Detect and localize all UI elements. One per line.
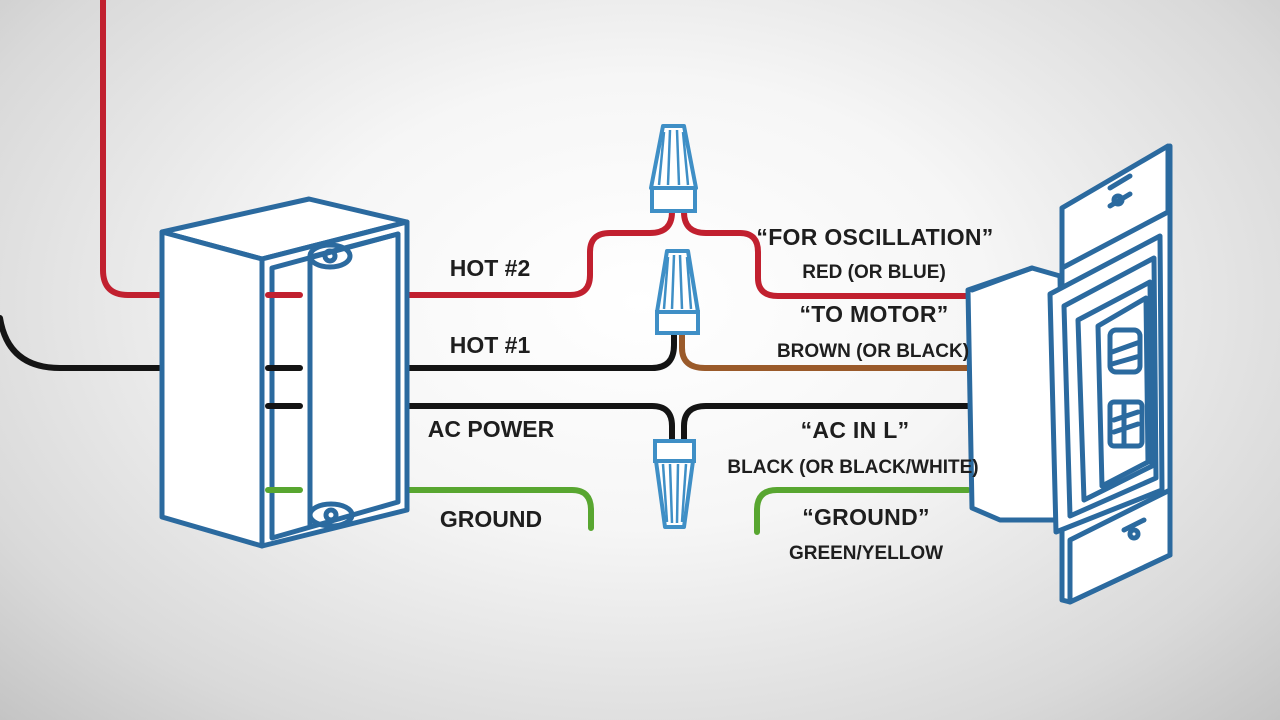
ac-in-wire	[681, 403, 971, 445]
label-for-oscillation: “FOR OSCILLATION”	[756, 224, 993, 250]
label-ground: GROUND	[440, 506, 542, 532]
hot1-wire	[265, 329, 677, 371]
red-wire-incoming	[100, 0, 165, 298]
wire-nut-top-icon	[649, 124, 698, 213]
label-to-motor: “TO MOTOR”	[799, 301, 948, 327]
label-hot1: HOT #1	[450, 332, 531, 358]
label-hot2: HOT #2	[450, 255, 531, 281]
oscillation-wire	[681, 209, 971, 299]
label-green-yellow: GREEN/YELLOW	[789, 543, 943, 564]
label-brown-or-black: BROWN (OR BLACK)	[777, 341, 969, 362]
ac-power-wire	[265, 403, 675, 445]
ground-wire-left	[265, 487, 594, 531]
hot2-wire	[265, 209, 675, 298]
label-ac-in-l: “AC IN L”	[801, 417, 910, 443]
wire-nut-bottom-icon	[653, 439, 696, 529]
label-ground-right: “GROUND”	[802, 504, 930, 530]
fan-control-switch	[965, 143, 1173, 605]
label-black-or-black-white: BLACK (OR BLACK/WHITE)	[727, 457, 978, 478]
motor-wire	[679, 329, 971, 371]
label-red-or-blue: RED (OR BLUE)	[802, 262, 946, 283]
black-wire-incoming	[0, 315, 165, 371]
wire-nut-middle-icon	[655, 249, 700, 335]
junction-box	[159, 196, 410, 549]
ground-wire-right	[754, 487, 971, 535]
label-ac-power: AC POWER	[428, 416, 555, 442]
